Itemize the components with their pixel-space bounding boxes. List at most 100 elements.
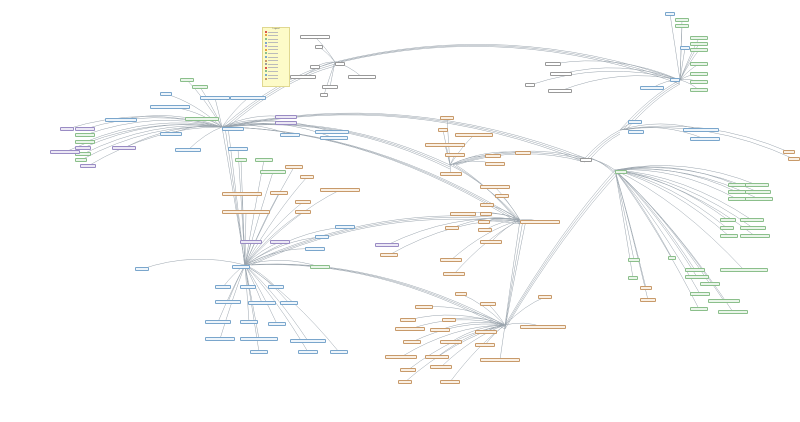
diagram-node[interactable] <box>300 175 314 179</box>
diagram-node[interactable] <box>295 200 311 204</box>
diagram-node[interactable] <box>740 234 770 238</box>
diagram-node[interactable] <box>205 320 231 324</box>
diagram-node[interactable] <box>615 170 627 174</box>
diagram-node[interactable] <box>478 228 492 232</box>
diagram-node[interactable] <box>728 197 746 201</box>
diagram-node[interactable] <box>275 121 297 125</box>
diagram-node[interactable] <box>200 96 230 100</box>
diagram-node[interactable] <box>550 72 572 76</box>
diagram-node[interactable] <box>300 35 330 39</box>
diagram-node[interactable] <box>440 380 460 384</box>
diagram-node[interactable] <box>240 240 262 244</box>
diagram-node[interactable] <box>690 62 708 66</box>
diagram-node[interactable] <box>440 258 462 262</box>
diagram-node[interactable] <box>718 310 748 314</box>
diagram-node[interactable] <box>690 48 708 52</box>
diagram-node[interactable] <box>270 191 288 195</box>
diagram-node[interactable] <box>480 358 520 362</box>
diagram-node[interactable] <box>260 170 286 174</box>
diagram-node[interactable] <box>135 267 149 271</box>
diagram-node[interactable] <box>175 148 201 152</box>
diagram-node[interactable] <box>320 93 328 97</box>
diagram-node[interactable] <box>628 276 638 280</box>
diagram-node[interactable] <box>400 318 416 322</box>
diagram-node[interactable] <box>745 197 773 201</box>
diagram-node[interactable] <box>228 147 248 151</box>
diagram-node[interactable] <box>298 350 318 354</box>
diagram-node[interactable] <box>475 330 497 334</box>
diagram-node[interactable] <box>520 220 560 224</box>
diagram-node[interactable] <box>222 127 244 131</box>
diagram-node[interactable] <box>415 305 433 309</box>
diagram-node[interactable] <box>720 226 734 230</box>
diagram-node[interactable] <box>215 285 231 289</box>
diagram-node[interactable] <box>430 328 450 332</box>
diagram-node[interactable] <box>640 86 664 90</box>
diagram-node[interactable] <box>690 42 708 46</box>
diagram-node[interactable] <box>442 318 456 322</box>
diagram-node[interactable] <box>280 133 300 137</box>
diagram-node[interactable] <box>112 146 136 150</box>
diagram-node[interactable] <box>222 210 270 214</box>
diagram-node[interactable] <box>788 157 800 161</box>
diagram-node[interactable] <box>628 120 642 124</box>
diagram-node[interactable] <box>485 154 501 158</box>
diagram-node[interactable] <box>248 301 276 305</box>
diagram-node[interactable] <box>480 185 510 189</box>
diagram-node[interactable] <box>150 105 190 109</box>
diagram-node[interactable] <box>430 365 452 369</box>
diagram-node[interactable] <box>320 136 348 140</box>
diagram-node[interactable] <box>690 88 708 92</box>
diagram-node[interactable] <box>670 78 680 82</box>
diagram-node[interactable] <box>330 350 348 354</box>
diagram-node[interactable] <box>250 350 268 354</box>
diagram-node[interactable] <box>708 299 740 303</box>
diagram-node[interactable] <box>690 307 708 311</box>
diagram-node[interactable] <box>322 85 338 89</box>
diagram-node[interactable] <box>685 275 709 279</box>
diagram-node[interactable] <box>478 220 490 224</box>
diagram-node[interactable] <box>425 143 465 147</box>
diagram-node[interactable] <box>75 133 95 137</box>
diagram-node[interactable] <box>728 183 746 187</box>
diagram-node[interactable] <box>425 355 449 359</box>
diagram-node[interactable] <box>75 140 95 144</box>
diagram-node[interactable] <box>520 325 566 329</box>
diagram-node[interactable] <box>295 210 311 214</box>
diagram-node[interactable] <box>160 92 172 96</box>
diagram-node[interactable] <box>515 151 531 155</box>
diagram-node[interactable] <box>480 302 496 306</box>
diagram-node[interactable] <box>215 300 241 304</box>
diagram-node[interactable] <box>628 258 640 262</box>
diagram-node[interactable] <box>222 192 262 196</box>
diagram-node[interactable] <box>205 337 235 341</box>
diagram-node[interactable] <box>450 212 476 216</box>
diagram-node[interactable] <box>270 240 290 244</box>
diagram-node[interactable] <box>440 116 454 120</box>
diagram-node[interactable] <box>665 12 675 16</box>
diagram-node[interactable] <box>268 322 286 326</box>
diagram-node[interactable] <box>230 96 266 100</box>
diagram-node[interactable] <box>320 188 360 192</box>
diagram-node[interactable] <box>745 183 769 187</box>
diagram-node[interactable] <box>240 285 256 289</box>
diagram-node[interactable] <box>720 268 768 272</box>
diagram-node[interactable] <box>75 152 91 156</box>
diagram-node[interactable] <box>640 286 652 290</box>
diagram-node[interactable] <box>50 150 80 154</box>
diagram-node[interactable] <box>315 130 349 134</box>
diagram-node[interactable] <box>480 203 494 207</box>
diagram-node[interactable] <box>440 340 462 344</box>
diagram-node[interactable] <box>690 36 708 40</box>
diagram-node[interactable] <box>538 295 552 299</box>
diagram-node[interactable] <box>348 75 376 79</box>
diagram-node[interactable] <box>628 130 644 134</box>
diagram-node[interactable] <box>720 218 736 222</box>
diagram-node[interactable] <box>675 18 689 22</box>
diagram-node[interactable] <box>375 243 399 247</box>
diagram-node[interactable] <box>720 234 738 238</box>
diagram-node[interactable] <box>700 282 720 286</box>
diagram-node[interactable] <box>445 226 459 230</box>
diagram-node[interactable] <box>315 235 329 239</box>
